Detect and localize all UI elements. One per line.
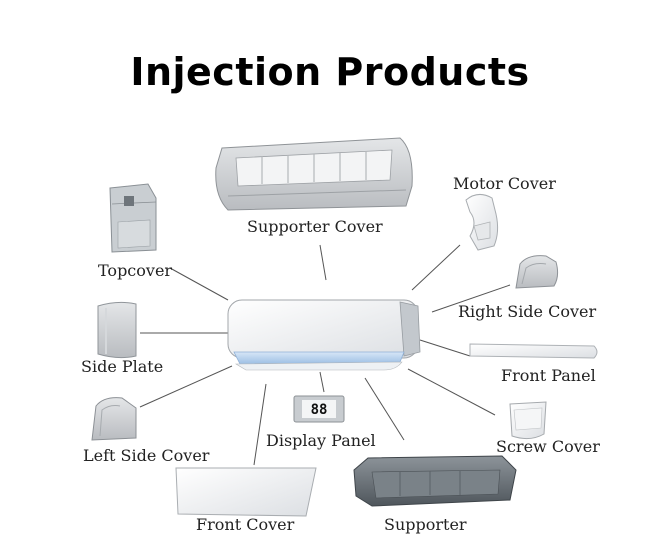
leader-display-panel: [319, 371, 325, 393]
label-right-side-cover: Right Side Cover: [458, 302, 597, 321]
supporter-cover-image: [215, 137, 413, 211]
leader-supporter: [364, 377, 405, 441]
label-topcover: Topcover: [98, 261, 173, 280]
label-motor-cover: Motor Cover: [453, 174, 556, 193]
leader-lines: [139, 244, 511, 466]
label-screw-cover: Screw Cover: [496, 437, 600, 456]
label-side-plate: Side Plate: [81, 357, 164, 376]
label-left-side-cover: Left Side Cover: [83, 446, 210, 465]
label-display-panel: Display Panel: [266, 431, 376, 450]
front-panel-image: [469, 343, 598, 359]
right-side-cover-image: [515, 255, 559, 289]
front-cover-image: [175, 467, 317, 517]
page-title: Injection Products: [130, 50, 530, 94]
side-plate-image: [97, 301, 137, 359]
leader-supporter-cover: [319, 244, 327, 281]
leader-front-cover: [253, 383, 267, 466]
leader-right-side-cover: [431, 284, 511, 313]
display-readout: 88: [311, 402, 328, 418]
screw-cover-image: [509, 401, 547, 440]
leader-left-side-cover: [139, 365, 233, 408]
topcover-image: [109, 183, 157, 253]
label-front-panel: Front Panel: [501, 366, 596, 385]
main-unit-image: [227, 299, 421, 371]
motor-cover-image: [465, 194, 499, 251]
supporter-image: [353, 455, 517, 507]
display-panel-image: [293, 395, 345, 423]
left-side-cover-image: [91, 397, 137, 441]
leader-front-panel: [419, 339, 471, 357]
leader-topcover: [169, 267, 229, 301]
label-front-cover: Front Cover: [196, 515, 295, 534]
label-supporter: Supporter: [384, 515, 467, 534]
label-supporter-cover: Supporter Cover: [247, 217, 383, 236]
leader-motor-cover: [411, 244, 461, 291]
leader-screw-cover: [407, 368, 496, 416]
